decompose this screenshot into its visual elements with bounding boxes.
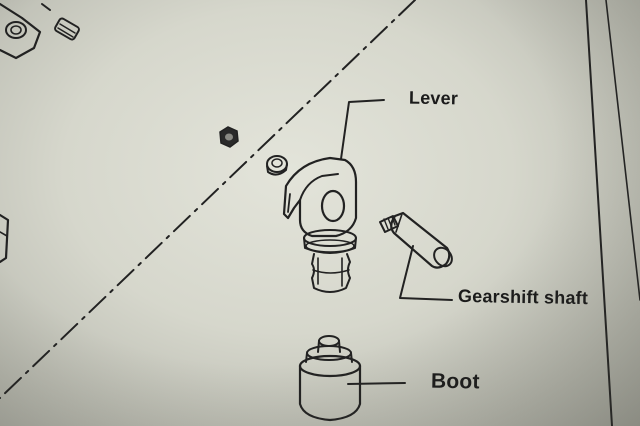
page-border-lines [585,0,640,426]
partial-left-part [0,213,10,264]
washer [266,155,288,176]
label-boot: Boot [430,369,480,394]
label-gearshift-shaft: Gearshift shaft [457,285,589,309]
gearshift-shaft-part [379,211,453,269]
boot-leader-line [347,382,406,385]
partial-flange-part [0,2,42,60]
shaft-leader-line [399,245,453,301]
small-bolt [54,17,80,41]
lever-part [282,156,358,293]
nut [219,126,239,148]
lever-leader-line [340,99,385,160]
label-lever: Lever [408,87,459,109]
small-mark [41,3,51,11]
boot-part [298,335,362,422]
separator-dash-dot-line [0,0,416,399]
